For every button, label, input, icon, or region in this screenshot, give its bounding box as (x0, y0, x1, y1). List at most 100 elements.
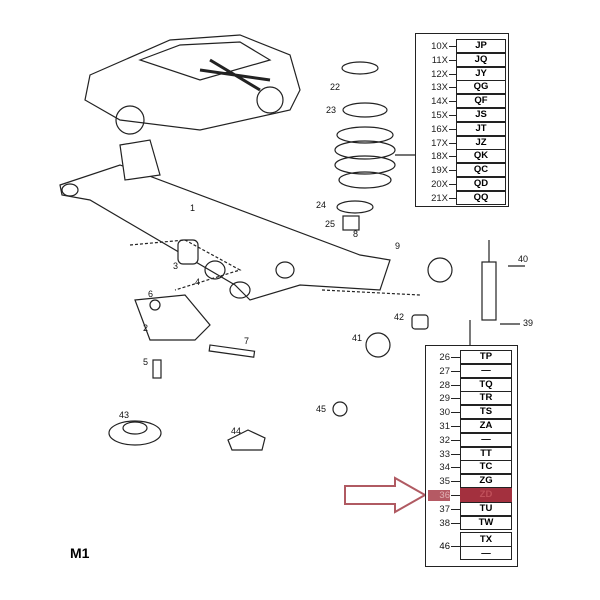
leader-line (449, 142, 456, 144)
shock-absorber (481, 261, 497, 321)
leader-line (449, 128, 456, 130)
car-outline-illustration (84, 34, 301, 135)
part-number: 13X (431, 82, 448, 94)
rear-axle-beam (59, 139, 391, 301)
code-row: 10X JP (416, 39, 508, 53)
callout-22: 22 (330, 82, 341, 92)
part-number: 19X (431, 165, 448, 177)
callout-42: 42 (394, 312, 405, 322)
part-number: 37 (439, 503, 450, 515)
part-number: 35 (439, 476, 450, 488)
variant-code: — (461, 546, 511, 560)
variant-code: TS (460, 405, 512, 420)
callout-5: 5 (143, 357, 149, 367)
leader-line (449, 87, 456, 89)
callout-7: 7 (244, 336, 250, 346)
code-row: 12X JY (416, 66, 508, 81)
callout-8: 8 (353, 229, 359, 239)
part-number: 29 (439, 393, 450, 405)
callout-44: 44 (231, 426, 242, 436)
callout-9: 9 (395, 241, 401, 251)
variant-code: TR (460, 391, 512, 406)
code-row: 11X JQ (416, 52, 508, 67)
part-number: 30 (439, 407, 450, 419)
leader-line (449, 101, 456, 103)
variant-code: ZA (460, 419, 512, 433)
leader-line (451, 467, 460, 469)
variant-code: — (460, 363, 512, 378)
code-row: 20X QD (416, 177, 508, 191)
variant-code: TT (460, 446, 512, 461)
part-number: 34 (439, 462, 450, 474)
variant-code: — (460, 432, 512, 447)
leader-line (451, 370, 460, 372)
variant-code: QF (456, 94, 506, 109)
part-number: 38 (439, 517, 450, 529)
variant-code: QD (456, 177, 506, 191)
code-row: 31 ZA (426, 419, 517, 433)
variant-code: QG (456, 80, 506, 95)
variant-code: ZG (460, 474, 512, 489)
callout-40: 40 (518, 254, 529, 264)
code-group-46: 46 TX — (426, 532, 517, 560)
variant-code: TP (460, 350, 512, 364)
callout-39: 39 (523, 318, 534, 328)
callout-24: 24 (316, 200, 327, 210)
leader-line (449, 184, 456, 185)
code-row: 28 TQ (426, 377, 517, 392)
leader-line (449, 46, 456, 47)
part-number: 21X (431, 192, 448, 204)
leader-line (449, 170, 456, 172)
variant-code: TQ (460, 377, 512, 392)
variant-code: JP (456, 39, 506, 53)
variant-code: JT (456, 121, 506, 136)
part-number: 15X (431, 110, 448, 121)
leader-line (451, 522, 460, 524)
code-row: 32 — (426, 432, 517, 447)
leader-line (451, 426, 460, 427)
code-row: 17X JZ (416, 135, 508, 150)
callout-2: 2 (143, 323, 149, 333)
leader-line (449, 115, 456, 116)
variant-code: TX (479, 534, 493, 545)
leader-line (451, 546, 460, 547)
leader-line (449, 156, 456, 158)
coil-spring (334, 61, 415, 231)
leader-line (451, 495, 460, 496)
part-number: 26 (439, 352, 450, 363)
code-row: 16X JT (416, 121, 508, 136)
variant-code: JS (456, 108, 506, 122)
callout-4: 4 (195, 277, 201, 287)
part-number: 31 (439, 421, 450, 432)
variant-code: JZ (456, 135, 506, 150)
part-number: 12X (431, 68, 448, 80)
variant-code: JQ (456, 52, 506, 67)
highlight-arrow (344, 476, 428, 514)
part-number: 16X (431, 123, 448, 135)
wheel-hub (427, 257, 453, 283)
leader-line (449, 197, 456, 199)
callout-25: 25 (325, 219, 336, 229)
part-number: 11X (431, 54, 448, 66)
variant-code: TW (460, 515, 512, 530)
part-number: 10X (431, 41, 448, 52)
part-number: 17X (431, 137, 448, 149)
part-number: 28 (439, 379, 450, 391)
code-row: 27— (426, 363, 517, 378)
part-number: 46 (439, 541, 450, 552)
callout-43: 43 (119, 410, 130, 420)
leader-line (451, 384, 460, 386)
part-number: 20X (431, 179, 448, 190)
leader-line (449, 59, 456, 61)
part-number: 32 (439, 434, 450, 446)
variant-code: QC (456, 163, 506, 178)
variant-code: JY (456, 66, 506, 81)
